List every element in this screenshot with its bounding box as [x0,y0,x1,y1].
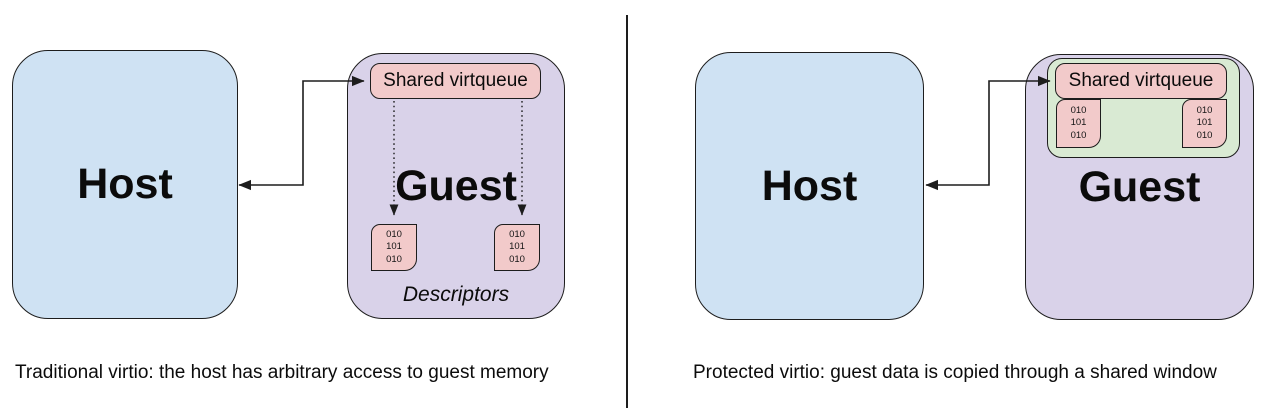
bits-line: 010 [509,228,525,240]
protected-host-box: Host [695,52,924,320]
protected-shared-virtqueue-box: Shared virtqueue [1055,63,1227,99]
shared-window-block: 010 101 010 [1182,99,1227,148]
guest-label: Guest [395,161,517,210]
bits-line: 101 [386,241,402,253]
traditional-caption: Traditional virtio: the host has arbitra… [15,362,549,383]
bits-line: 101 [1196,117,1213,129]
descriptor-block: 010 101 010 [371,224,417,271]
descriptor-block: 010 101 010 [494,224,540,271]
descriptors-label: Descriptors [402,283,510,306]
guest-label: Guest [1078,162,1201,211]
bits-line: 010 [1196,104,1213,116]
shared-virtqueue-label: Shared virtqueue [1068,70,1214,91]
panel-divider-line [626,15,628,408]
traditional-host-guest-arrow [238,75,365,191]
host-label: Host [761,161,858,210]
traditional-shared-virtqueue-box: Shared virtqueue [370,63,541,99]
bits-line: 010 [386,228,402,240]
protected-caption: Protected virtio: guest data is copied t… [693,362,1217,383]
bits-line: 010 [509,253,525,265]
bits-line: 010 [1070,129,1087,141]
bits-line: 010 [1070,104,1087,116]
bits-line: 101 [1070,117,1087,129]
bits-line: 101 [509,241,525,253]
bits-line: 010 [386,253,402,265]
traditional-host-box: Host [12,50,238,319]
host-label: Host [77,160,173,208]
shared-virtqueue-label: Shared virtqueue [383,70,528,91]
bits-line: 010 [1196,129,1213,141]
shared-window-block: 010 101 010 [1056,99,1101,148]
